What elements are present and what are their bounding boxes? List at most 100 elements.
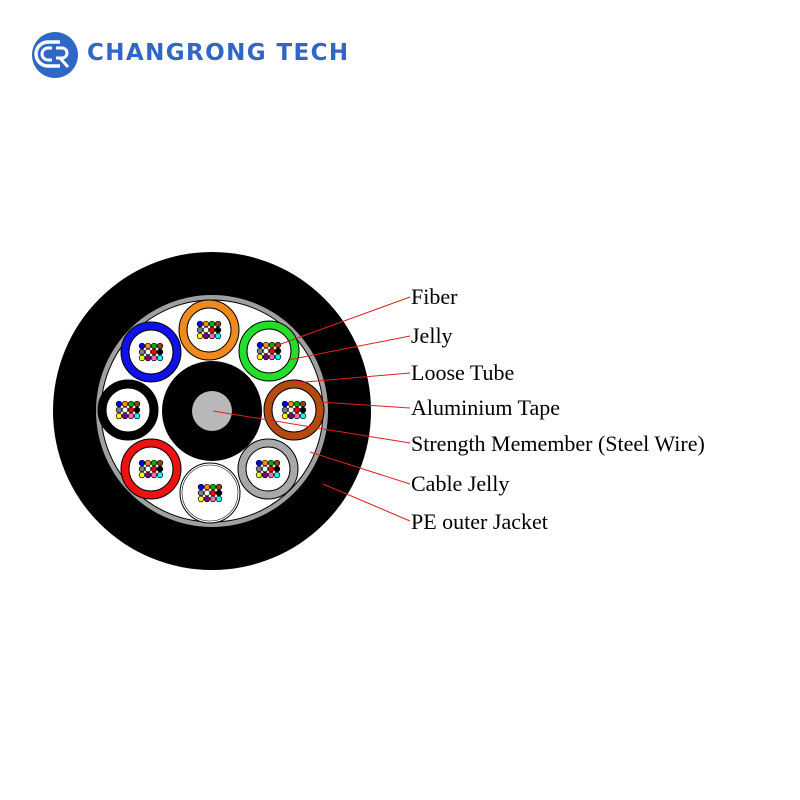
fiber <box>215 495 223 503</box>
label-cable-jelly: Cable Jelly <box>411 471 510 496</box>
fiber <box>144 348 152 356</box>
fiber <box>127 406 135 414</box>
fiber <box>299 400 307 408</box>
fiber <box>150 348 158 356</box>
fiber <box>281 412 289 420</box>
fiber <box>281 406 289 414</box>
fiber <box>208 326 216 334</box>
loose-tube-blue <box>120 321 182 383</box>
leader-line-pe-outer-jacket <box>322 483 411 522</box>
label-loose-tube: Loose Tube <box>411 360 515 385</box>
fiber <box>127 400 135 408</box>
fiber <box>255 471 263 479</box>
label-strength-member: Strength Memember (Steel Wire) <box>411 431 705 456</box>
loose-tube-orange <box>178 299 240 361</box>
fiber <box>203 489 211 497</box>
fiber <box>156 459 164 467</box>
leader-line-jelly <box>287 335 411 361</box>
leader-lines <box>212 296 411 522</box>
fiber <box>215 483 223 491</box>
fiber <box>150 354 158 362</box>
fiber <box>274 353 282 361</box>
fiber <box>215 489 223 497</box>
fiber <box>293 400 301 408</box>
leader-line-loose-tube <box>292 372 411 384</box>
fiber <box>138 459 146 467</box>
fiber <box>115 412 123 420</box>
loose-tube-gray <box>237 438 299 500</box>
fiber <box>121 406 129 414</box>
fiber <box>214 332 222 340</box>
label-fiber: Fiber <box>411 284 458 309</box>
fiber <box>281 400 289 408</box>
fiber <box>133 400 141 408</box>
loose-tube-black <box>97 379 159 441</box>
fiber <box>121 412 129 420</box>
label-aluminium-tape: Aluminium Tape <box>411 395 560 420</box>
fiber <box>121 400 129 408</box>
leader-line-fiber <box>269 296 411 349</box>
fiber <box>144 471 152 479</box>
fiber <box>273 459 281 467</box>
fiber <box>138 348 146 356</box>
fiber <box>150 459 158 467</box>
fiber <box>144 459 152 467</box>
fiber <box>208 320 216 328</box>
fiber <box>156 342 164 350</box>
fiber <box>255 459 263 467</box>
loose-tube-white <box>179 462 241 524</box>
fiber <box>255 465 263 473</box>
fiber <box>287 412 295 420</box>
fiber <box>115 406 123 414</box>
fiber <box>293 406 301 414</box>
leader-line-aluminium-tape <box>319 401 411 409</box>
leader-line-strength-member <box>212 410 411 444</box>
fiber <box>299 406 307 414</box>
fiber <box>256 353 264 361</box>
fiber <box>208 332 216 340</box>
fiber <box>144 354 152 362</box>
fiber <box>256 341 264 349</box>
cable-cross-section <box>53 252 371 570</box>
fiber <box>261 471 269 479</box>
fiber <box>267 471 275 479</box>
fiber <box>209 495 217 503</box>
fiber <box>203 483 211 491</box>
fiber <box>196 320 204 328</box>
fiber <box>133 406 141 414</box>
fiber <box>196 326 204 334</box>
fiber <box>156 471 164 479</box>
fiber <box>144 342 152 350</box>
fiber <box>150 471 158 479</box>
fiber <box>156 465 164 473</box>
brand-name: CHANGRONG TECH <box>87 40 350 66</box>
fiber <box>299 412 307 420</box>
loose-tube-brown <box>263 379 325 441</box>
fiber <box>197 483 205 491</box>
fiber <box>287 406 295 414</box>
fiber <box>202 326 210 334</box>
label-pe-outer-jacket: PE outer Jacket <box>411 509 548 534</box>
fiber <box>150 465 158 473</box>
fiber <box>256 347 264 355</box>
strength-member-steel-wire <box>192 391 232 431</box>
fiber <box>262 341 270 349</box>
fiber <box>209 483 217 491</box>
leader-line-cable-jelly <box>309 451 411 485</box>
loose-tube-green <box>238 320 300 382</box>
fiber <box>156 354 164 362</box>
fiber <box>133 412 141 420</box>
fiber <box>261 459 269 467</box>
fiber <box>262 347 270 355</box>
fiber <box>209 489 217 497</box>
fiber <box>214 320 222 328</box>
fiber <box>156 348 164 356</box>
fiber <box>197 489 205 497</box>
fiber <box>261 465 269 473</box>
fiber <box>202 320 210 328</box>
fiber <box>150 342 158 350</box>
fiber <box>203 495 211 503</box>
label-jelly: Jelly <box>411 323 453 348</box>
fiber <box>115 400 123 408</box>
